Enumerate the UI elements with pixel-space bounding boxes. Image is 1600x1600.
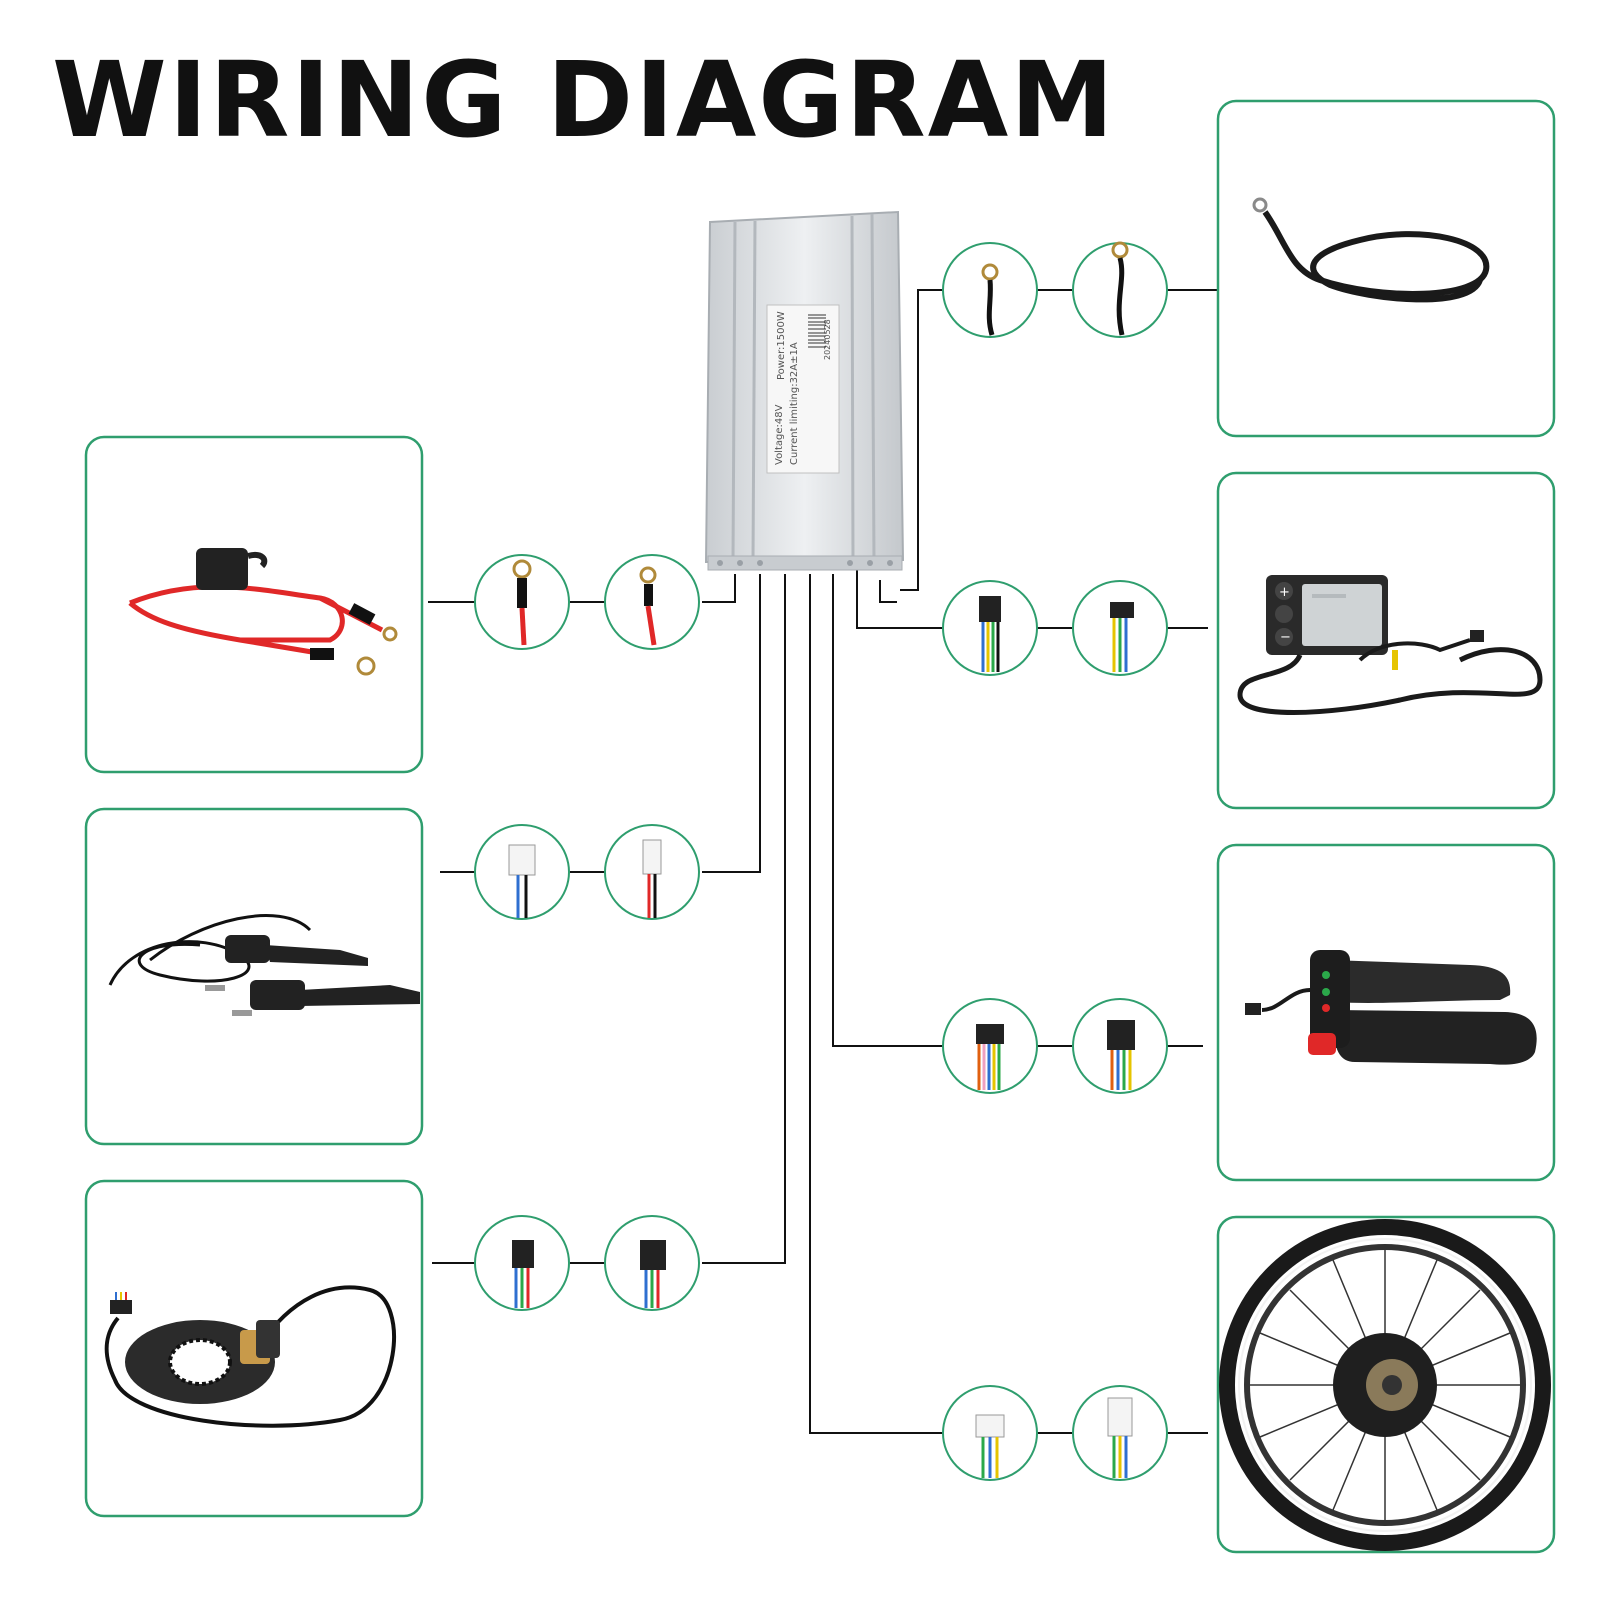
ring-terminal-icon xyxy=(1111,241,1129,336)
wire-battery xyxy=(702,574,736,603)
throttle-grips-icon xyxy=(1245,950,1537,1065)
plug-connector-icon xyxy=(1107,1397,1133,1478)
plug-connector-icon xyxy=(1110,602,1134,672)
battery-cable-icon xyxy=(128,548,398,676)
ring-terminal-icon xyxy=(512,559,532,646)
controller-barcode xyxy=(808,314,826,348)
plug-connector-icon xyxy=(975,1414,1005,1478)
wire-brake xyxy=(702,574,761,873)
controller-current-text: Current limiting:32A±1A xyxy=(789,342,800,465)
connector-thumbs xyxy=(508,241,1135,1478)
power-lock-cable-icon xyxy=(1252,197,1490,303)
plug-connector-icon xyxy=(642,839,662,918)
controller-serial-text: 20240528 xyxy=(823,319,832,360)
wire-display-main xyxy=(856,570,943,629)
wire-motor xyxy=(809,574,943,1434)
ring-terminal-icon xyxy=(981,263,999,336)
plug-connector-icon xyxy=(640,1240,666,1308)
plug-connector-icon xyxy=(508,844,536,918)
controller: Power:1500W Voltage:48V Current limiting… xyxy=(704,210,905,571)
wire-throttle xyxy=(832,574,943,1047)
page-title: WIRING DIAGRAM xyxy=(52,39,1116,161)
motor-wheel-icon xyxy=(1219,1219,1551,1551)
ring-terminal-icon xyxy=(639,566,657,646)
frame-brake-levers xyxy=(84,807,424,1146)
lcd-display-icon: + − xyxy=(1237,575,1543,715)
plug-connector-icon xyxy=(976,1024,1004,1090)
svg-text:−: − xyxy=(1280,630,1291,645)
controller-voltage-text: Voltage:48V xyxy=(774,404,785,465)
wire-power-lock xyxy=(900,289,943,591)
pedal-assist-sensor-icon xyxy=(104,1285,396,1428)
wire-pas xyxy=(702,574,786,1264)
wire-lines xyxy=(428,289,1218,1434)
plug-connector-icon xyxy=(1107,1020,1135,1090)
plug-connector-icon xyxy=(512,1240,534,1308)
brake-levers-icon xyxy=(108,914,420,1016)
plug-connector-icon xyxy=(979,596,1001,672)
frame-battery-power-cable xyxy=(84,435,424,774)
wire-display xyxy=(879,580,897,603)
frame-power-lock-cable xyxy=(1216,99,1556,438)
controller-power-text: Power:1500W xyxy=(776,311,787,380)
svg-text:+: + xyxy=(1279,585,1290,600)
controller-label xyxy=(766,304,840,474)
